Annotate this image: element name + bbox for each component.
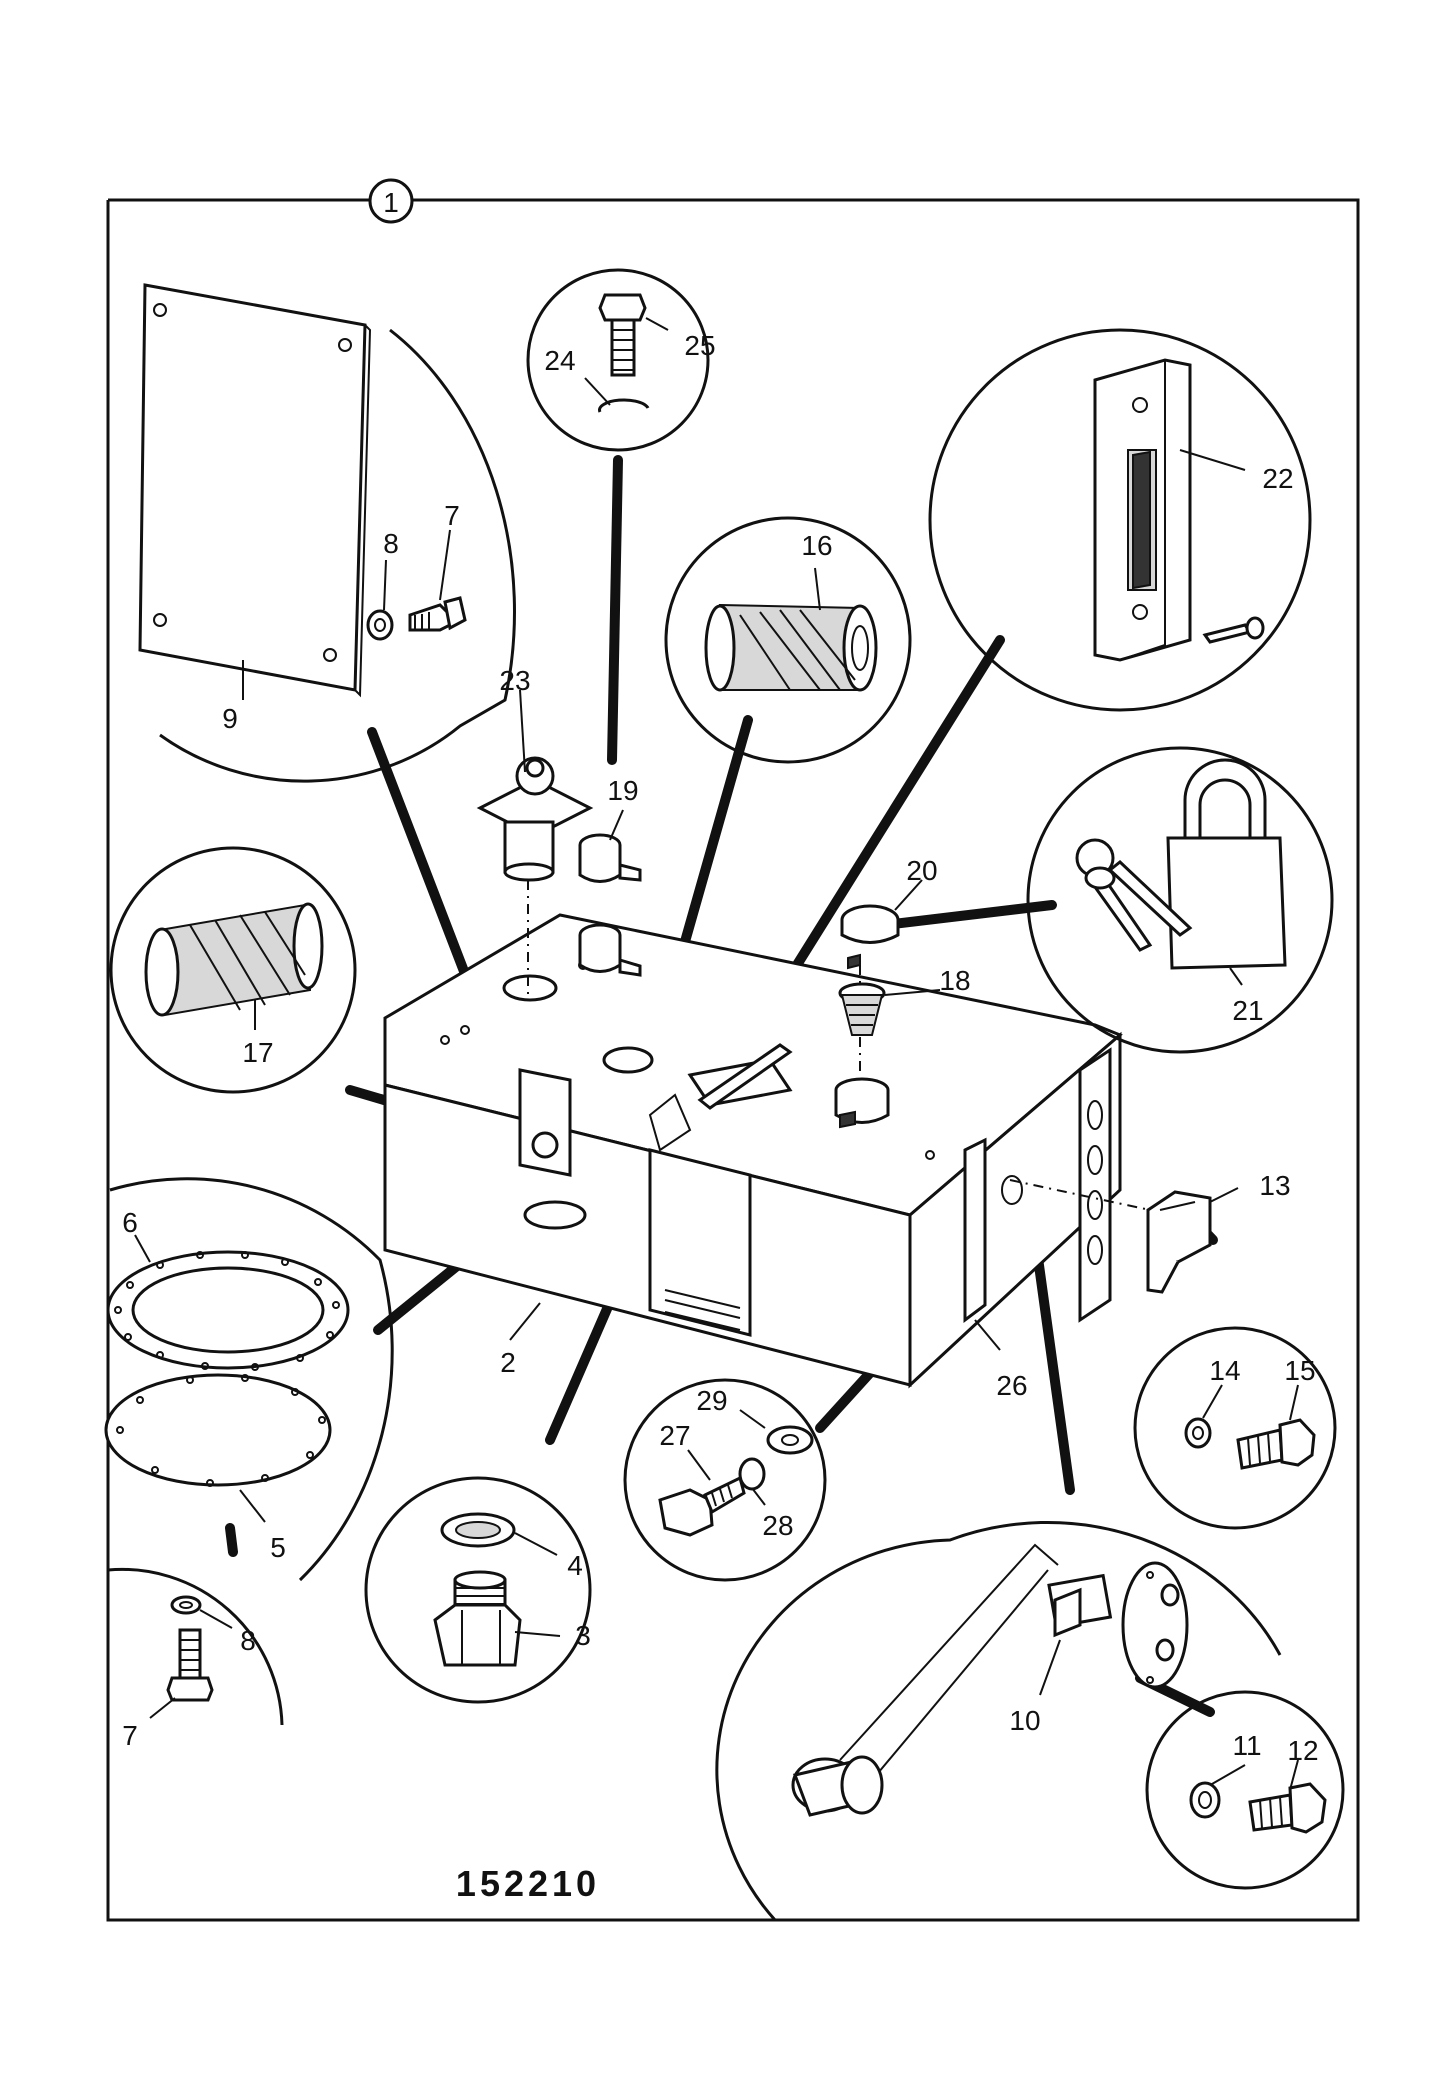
padlock-icon	[1166, 758, 1287, 970]
callout-3: 3	[575, 1620, 591, 1651]
detail-mesh-16: 16	[664, 516, 912, 764]
detail-gasket-plate: 6 5	[104, 1177, 394, 1582]
drain-plug-icon	[433, 1570, 522, 1667]
washer-icon	[170, 1595, 202, 1615]
circlip-icon	[598, 398, 650, 413]
callout-8a: 8	[383, 528, 399, 559]
callout-27: 27	[659, 1420, 690, 1451]
callout-29: 29	[696, 1385, 727, 1416]
cover-plate-round-icon	[104, 1373, 332, 1487]
gasket-ring-icon	[106, 1250, 350, 1370]
callout-2: 2	[500, 1347, 516, 1378]
callout-26: 26	[996, 1370, 1027, 1401]
callout-15: 15	[1284, 1355, 1315, 1386]
float-icon	[791, 1755, 884, 1817]
detail-washer-bolt: 8 7	[107, 1567, 284, 1751]
fuel-sender-icon	[839, 1543, 1189, 1786]
strainer-icon	[834, 982, 890, 1129]
mesh-filter-icon	[144, 902, 324, 1017]
detail-washer-bolt-2: 11 12	[1145, 1690, 1345, 1890]
callout-22: 22	[1262, 463, 1293, 494]
hex-bolt-icon	[658, 1475, 746, 1537]
callout-23: 23	[499, 665, 530, 696]
callout-4: 4	[567, 1550, 583, 1581]
detail-washer-screw: 14 15	[1133, 1326, 1337, 1530]
screw-icon	[1202, 616, 1265, 644]
callout-24: 24	[544, 345, 575, 376]
keys-icon	[1075, 838, 1193, 952]
callout-7a: 7	[444, 500, 460, 531]
detail-sight-gauge: 22	[928, 328, 1312, 712]
diagram-frame: 1	[106, 178, 1360, 1922]
callout-10: 10	[1009, 1705, 1040, 1736]
washer-icon	[1184, 1417, 1212, 1449]
sight-gauge-icon	[1093, 358, 1192, 662]
mesh-filter-icon	[704, 603, 878, 692]
detail-cover-plate: 9 8 7	[138, 283, 516, 783]
washer-icon	[1189, 1781, 1221, 1819]
detail-mesh-17: 17	[109, 846, 357, 1094]
callout-28: 28	[762, 1510, 793, 1541]
flat-washer-icon	[766, 1425, 814, 1455]
mount-bracket-icon	[1146, 1190, 1212, 1294]
callout-20: 20	[906, 855, 937, 886]
callout-12: 12	[1287, 1735, 1318, 1766]
callout-14: 14	[1209, 1355, 1240, 1386]
filler-cap-icon	[840, 904, 900, 970]
detail-bolt-washers: 27 28 29	[623, 1378, 827, 1582]
callout-25: 25	[684, 330, 715, 361]
fuel-tank-icon	[383, 913, 1123, 1389]
gasket-bolt-holes	[114, 1251, 340, 1487]
callout-9: 9	[222, 703, 238, 734]
callout-8b: 8	[240, 1625, 256, 1656]
detail-padlock: 21	[1026, 746, 1334, 1054]
breather-valve-icon	[476, 756, 594, 882]
callout-6: 6	[122, 1207, 138, 1238]
callout-13: 13	[1259, 1170, 1290, 1201]
cover-plate-icon	[138, 283, 372, 698]
callout-11: 11	[1232, 1730, 1261, 1761]
assembly-callout: 1	[383, 187, 399, 218]
callout-5: 5	[270, 1532, 286, 1563]
callout-19: 19	[607, 775, 638, 806]
spring-washer-icon	[738, 1457, 766, 1491]
hex-bolt-icon	[598, 293, 647, 377]
callout-17: 17	[242, 1037, 273, 1068]
detail-bolt-clip: 25 24	[526, 268, 716, 452]
detail-drain-plug: 4 3	[364, 1476, 592, 1704]
callout-21: 21	[1232, 995, 1263, 1026]
hex-bolt-icon	[166, 1628, 214, 1702]
drawing-number: 152210	[456, 1863, 600, 1904]
hex-bolt-icon	[1236, 1418, 1316, 1470]
callout-16: 16	[801, 530, 832, 561]
detail-fuel-sender: 10	[715, 1521, 1282, 1922]
callout-7b: 7	[122, 1720, 138, 1751]
callout-18: 18	[939, 965, 970, 996]
bolt-icon	[408, 596, 467, 632]
seal-washer-icon	[440, 1512, 516, 1548]
washer-icon	[366, 609, 394, 641]
hex-bolt-icon	[1248, 1782, 1327, 1834]
tank-callouts: 23 19 20 18 13 2 26	[499, 665, 1290, 1401]
